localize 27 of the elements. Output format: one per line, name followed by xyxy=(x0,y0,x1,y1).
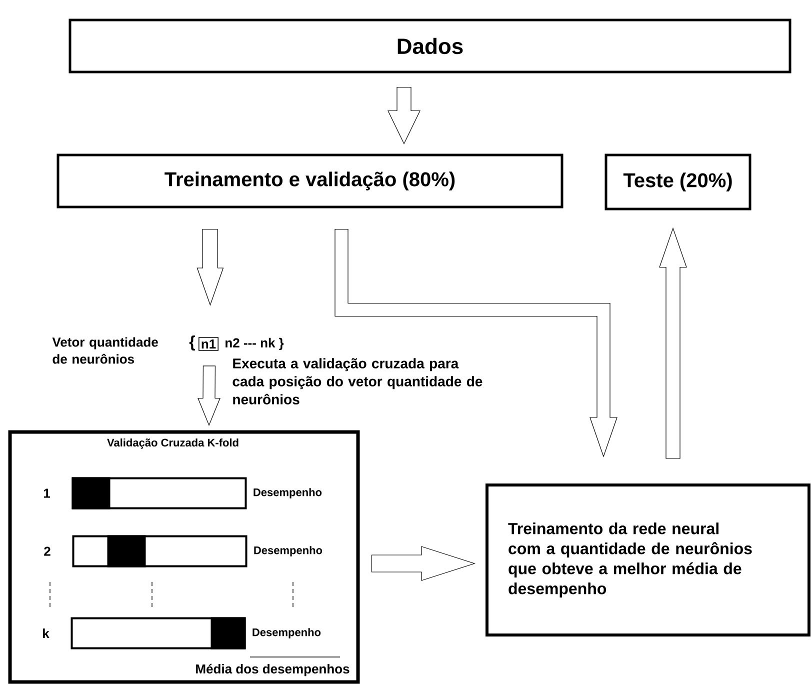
fold-bar xyxy=(70,617,246,650)
edge-label: Executa a validação cruzada para cada posição do vetor quantidade de neurônios xyxy=(232,358,482,404)
vector-label: Vetor quantidade de neurônios xyxy=(52,337,158,364)
block-arrow xyxy=(371,546,476,581)
row-number: 2 xyxy=(44,546,50,556)
performance-label: Desempenho xyxy=(254,546,322,556)
brace: { xyxy=(189,336,195,350)
process-box: Teste (20%) xyxy=(604,154,752,210)
fold-bar xyxy=(72,477,247,510)
panel-title: Validação Cruzada K-fold xyxy=(107,438,238,449)
performance-label: Desempenho xyxy=(254,488,322,498)
block-arrow xyxy=(388,86,420,144)
process-box: Treinamento e validação (80%) xyxy=(56,154,564,208)
highlight-box: n1 xyxy=(198,337,218,351)
panel xyxy=(8,430,360,684)
process-box: Dados xyxy=(68,18,792,74)
performance-label: Desempenho xyxy=(252,628,321,638)
row-number: k xyxy=(43,628,50,638)
caption-label: Média dos desempenhos xyxy=(196,664,350,676)
process-box: Treinamento da rede neural com a quantidade de neurônios que obteve a melhor média de desempenho xyxy=(486,484,810,636)
block-arrow xyxy=(659,227,687,459)
block-arrow xyxy=(334,228,618,458)
row-number: 1 xyxy=(44,488,50,498)
vector-entries: n2 --- nk } xyxy=(226,338,284,350)
fold-bar xyxy=(72,535,248,568)
block-arrow xyxy=(196,228,224,306)
block-arrow xyxy=(198,366,220,426)
